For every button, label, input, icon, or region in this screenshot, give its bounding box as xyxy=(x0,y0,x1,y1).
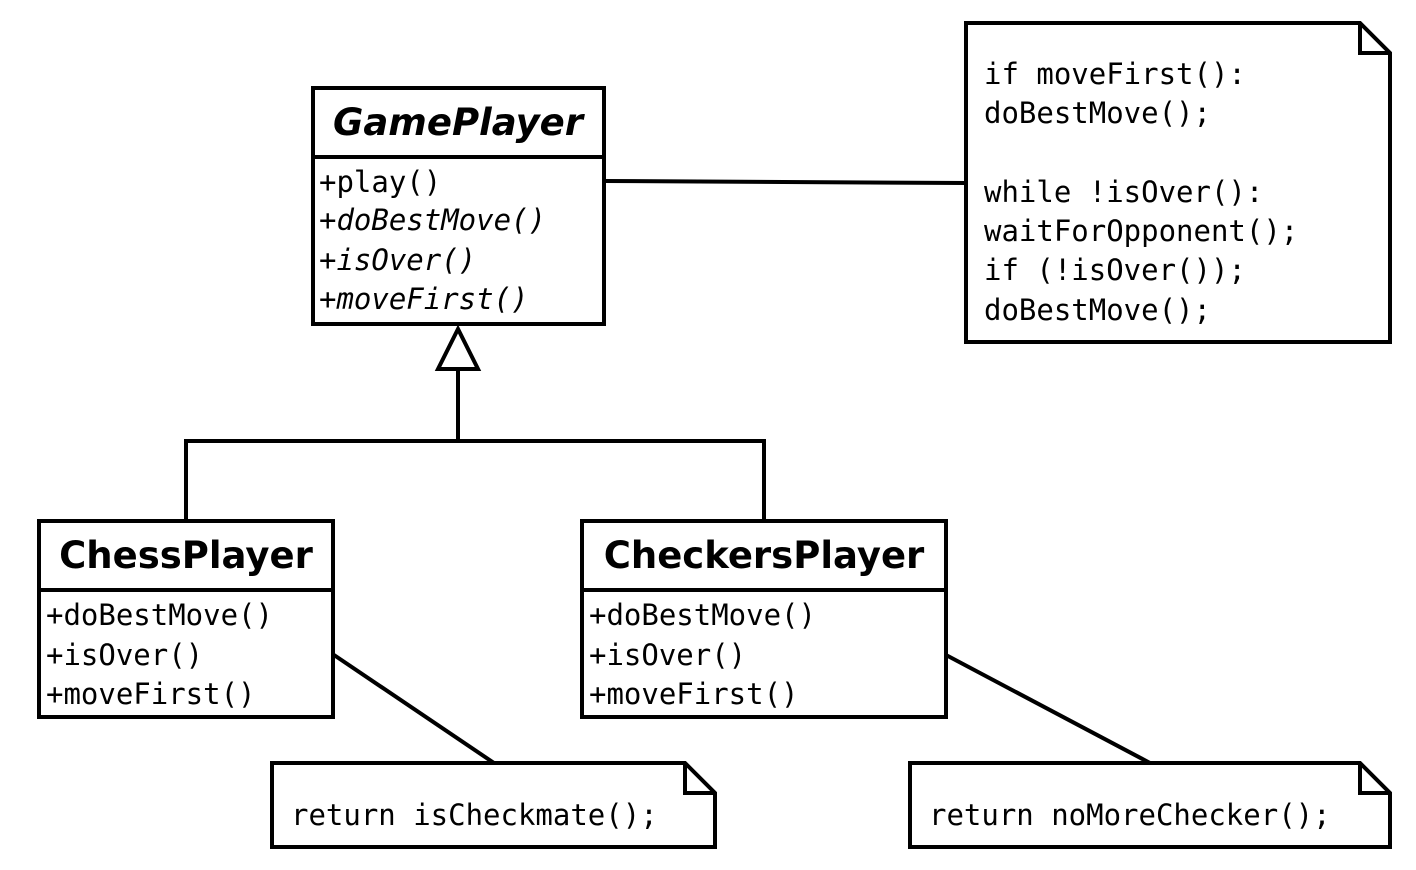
note-checkers-line: return noMoreChecker(); xyxy=(929,798,1331,832)
note-play-box xyxy=(964,21,1392,344)
note-chess[interactable]: return isCheckmate(); xyxy=(270,761,717,849)
class-chessplayer[interactable]: ChessPlayer +doBestMove() +isOver() +mov… xyxy=(37,519,335,719)
note-play-fold xyxy=(1358,23,1390,55)
note-play[interactable]: if moveFirst(): doBestMove(); while !isO… xyxy=(964,21,1392,344)
class-chessplayer-method: +doBestMove() xyxy=(46,598,273,632)
note-chess-line: return isCheckmate(); xyxy=(291,798,658,832)
chess-note-link xyxy=(332,653,496,765)
note-play-line: while !isOver(): xyxy=(984,175,1263,209)
note-play-line: if (!isOver()); xyxy=(984,253,1246,287)
class-chessplayer-box xyxy=(37,519,335,719)
note-play-line: waitForOpponent(); xyxy=(984,214,1298,248)
class-gameplayer-name: GamePlayer xyxy=(333,101,586,144)
note-play-line: doBestMove(); xyxy=(984,293,1211,327)
class-chessplayer-method: +isOver() xyxy=(46,638,203,672)
checkers-note-link xyxy=(945,653,1151,765)
class-gameplayer-method: +moveFirst() xyxy=(319,282,529,316)
class-checkersplayer-method: +doBestMove() xyxy=(589,598,816,632)
class-gameplayer-method: +isOver() xyxy=(319,243,476,277)
note-chess-fold xyxy=(683,763,715,795)
class-chessplayer-name: ChessPlayer xyxy=(59,534,313,577)
class-checkersplayer-box xyxy=(580,519,948,719)
inheritance-connector xyxy=(184,439,766,521)
connectors xyxy=(184,179,1151,765)
note-play-line: doBestMove(); xyxy=(984,96,1211,130)
note-checkers-box xyxy=(908,761,1392,849)
class-checkersplayer-name: CheckersPlayer xyxy=(604,534,925,577)
note-checkers-fold xyxy=(1358,763,1390,795)
play-note-link xyxy=(603,179,967,185)
note-checkers[interactable]: return noMoreChecker(); xyxy=(908,761,1392,849)
class-checkersplayer[interactable]: CheckersPlayer +doBestMove() +isOver() +… xyxy=(580,519,948,719)
class-checkersplayer-method: +isOver() xyxy=(589,638,746,672)
generalization-arrowhead xyxy=(434,324,482,371)
note-chess-box xyxy=(270,761,717,849)
class-gameplayer-method: +play() xyxy=(319,165,441,199)
class-chessplayer-method: +moveFirst() xyxy=(46,677,256,711)
note-play-line: if moveFirst(): xyxy=(984,57,1246,91)
class-gameplayer[interactable]: GamePlayer +play() +doBestMove() +isOver… xyxy=(311,86,606,326)
class-gameplayer-box xyxy=(311,86,606,326)
class-gameplayer-method: +doBestMove() xyxy=(319,203,546,237)
class-checkersplayer-method: +moveFirst() xyxy=(589,677,799,711)
